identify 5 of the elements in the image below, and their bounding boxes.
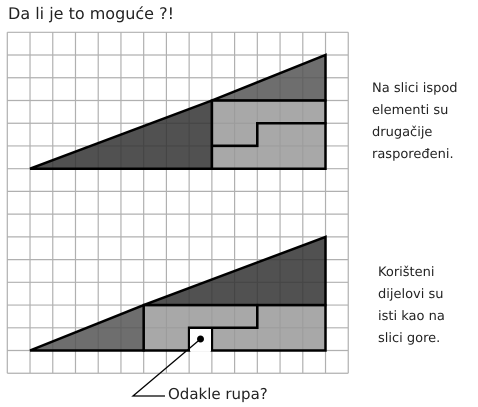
leader-line (131, 336, 204, 397)
note-text: Korišteni dijelovi su isti kao na slici gore. (378, 264, 446, 348)
callout-text: Odakle rupa? (168, 385, 268, 403)
note-text: Na slici ispod elementi su drugačije raspoređeni. (372, 80, 459, 164)
title: Da li je to moguće ?! (8, 4, 174, 23)
